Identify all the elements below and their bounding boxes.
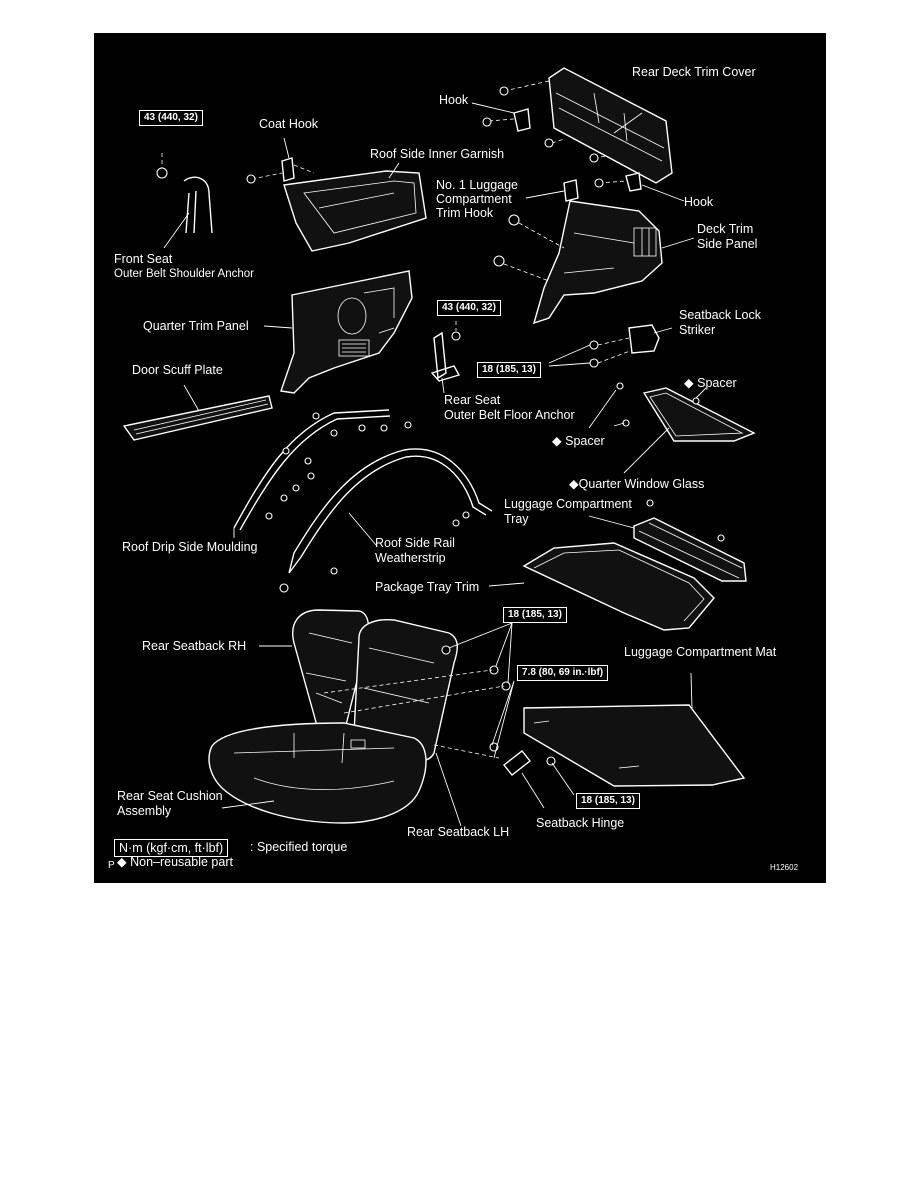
torque-striker: 18 (185, 13)	[477, 362, 541, 378]
label-hook-right: Hook	[684, 195, 714, 209]
legend-nonreusable-text: Non–reusable part	[130, 855, 233, 869]
figure-id: H12602	[770, 863, 799, 872]
label-luggage-mat: Luggage Compartment Mat	[624, 645, 777, 659]
label-rear-seat-cushion: Rear Seat Cushion Assembly	[117, 789, 223, 818]
label-quarter-trim-panel: Quarter Trim Panel	[143, 319, 249, 333]
legend-corner-letter: P	[108, 860, 115, 871]
diamond-icon: ◆	[552, 434, 562, 448]
roof-drip-moulding-shape	[233, 409, 412, 538]
label-spacer-top: ◆ Spacer	[684, 376, 737, 391]
rear-seatback-shape	[259, 609, 513, 827]
label-roof-side-inner-garnish: Roof Side Inner Garnish	[370, 147, 505, 161]
label-front-seat-anchor-2: Outer Belt Shoulder Anchor	[114, 268, 254, 280]
diamond-icon: ◆	[569, 477, 579, 491]
luggage-tray-shape	[588, 499, 747, 582]
rear-deck-trim-cover-shape	[548, 67, 673, 184]
front-seat-anchor-shape	[156, 153, 213, 249]
door-scuff-plate-shape	[122, 384, 273, 441]
coat-hook-shape	[246, 137, 315, 184]
label-spacer-top-text: Spacer	[697, 376, 737, 390]
label-deck-trim-side-panel: Deck Trim Side Panel	[697, 222, 758, 251]
deck-hooks	[471, 80, 685, 202]
label-door-scuff-plate: Door Scuff Plate	[132, 363, 223, 377]
diagram-frame: Rear Deck Trim Cover Hook Coat Hook Roof…	[94, 33, 826, 883]
label-package-tray-trim: Package Tray Trim	[375, 580, 480, 594]
label-quarter-window-glass-text: Quarter Window Glass	[578, 477, 705, 491]
torque-front-anchor: 43 (440, 32)	[139, 110, 203, 126]
label-roof-side-rail-weatherstrip: Roof Side Rail Weatherstrip	[375, 536, 455, 565]
deck-trim-side-panel-shape	[493, 179, 695, 325]
torque-seatback: 18 (185, 13)	[503, 607, 567, 623]
seatback-lock-striker-shape	[548, 324, 673, 368]
label-spacer-left: ◆ Spacer	[552, 434, 605, 449]
label-luggage-tray: Luggage Compartment Tray	[504, 497, 632, 526]
label-quarter-window-glass: ◆Quarter Window Glass	[569, 477, 704, 492]
label-rear-seatback-rh: Rear Seatback RH	[142, 639, 247, 653]
label-hook-top: Hook	[439, 93, 469, 107]
label-front-seat-anchor: Front Seat	[114, 252, 173, 266]
label-spacer-left-text: Spacer	[565, 434, 605, 448]
torque-rear-anchor: 43 (440, 32)	[437, 300, 501, 316]
label-roof-drip-side-moulding: Roof Drip Side Moulding	[122, 540, 258, 554]
roof-side-rail-weatherstrip-shape	[279, 448, 493, 593]
exploded-parts-diagram	[122, 67, 756, 827]
label-seatback-hinge: Seatback Hinge	[536, 816, 625, 830]
roof-side-inner-garnish-shape	[283, 162, 427, 252]
diamond-icon: ◆	[684, 376, 694, 390]
quarter-trim-panel-shape	[263, 270, 413, 394]
label-no1-luggage-trim-hook: No. 1 Luggage Compartment Trim Hook	[436, 178, 519, 220]
label-rear-seat-anchor: Rear Seat Outer Belt Floor Anchor	[444, 393, 575, 422]
seatback-hinge-shape	[433, 680, 575, 809]
diamond-icon: ◆	[117, 855, 127, 869]
legend-torque-unit: N·m (kgf·cm, ft·lbf)	[114, 839, 229, 857]
package-tray-trim-shape	[488, 542, 715, 631]
luggage-mat-shape	[523, 672, 746, 787]
torque-hinge-lower: 18 (185, 13)	[576, 793, 640, 809]
torque-hinge-upper: 7.8 (80, 69 in.·lbf)	[517, 665, 609, 681]
rear-seat-cushion-shape	[208, 722, 427, 824]
quarter-window-glass-shape	[588, 382, 756, 474]
label-rear-seatback-lh: Rear Seatback LH	[407, 825, 510, 839]
label-seatback-lock-striker: Seatback Lock Striker	[679, 308, 761, 337]
label-coat-hook: Coat Hook	[259, 117, 319, 131]
legend-torque-desc: : Specified torque	[250, 840, 348, 854]
label-rear-deck-trim-cover: Rear Deck Trim Cover	[632, 65, 756, 79]
rear-seat-anchor-shape	[430, 321, 461, 394]
legend-nonreusable: ◆ Non–reusable part	[117, 855, 233, 870]
